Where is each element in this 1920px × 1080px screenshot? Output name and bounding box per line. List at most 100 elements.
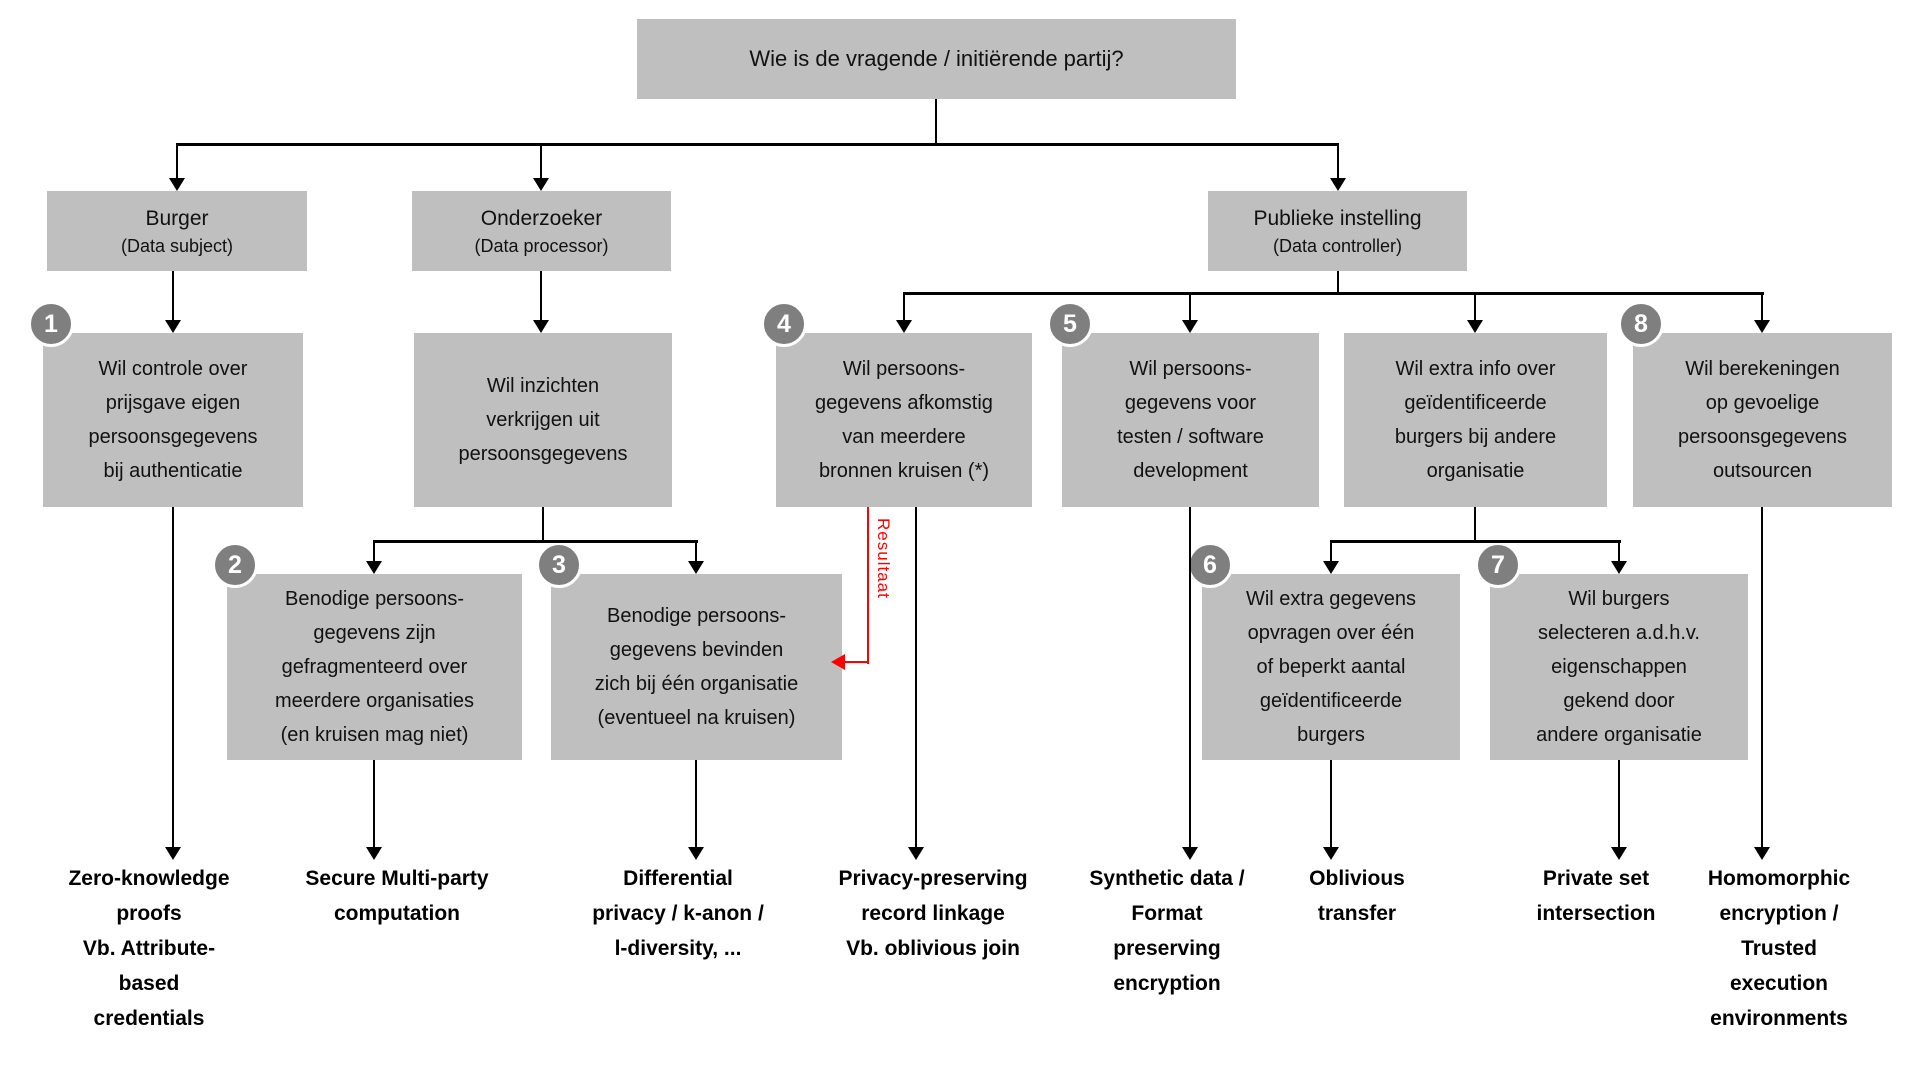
result-arrowhead-left — [831, 654, 845, 670]
party-name-publieke-instelling: Publieke instelling — [1253, 207, 1422, 231]
decision-text-7: Wil burgers selecteren a.d.h.v. eigensch… — [1536, 588, 1702, 746]
step-badge-5: 5 — [1047, 301, 1093, 347]
arrowhead-decision4 — [896, 320, 912, 333]
decision-box-3: Benodige persoons- gegevens bevinden zic… — [551, 574, 842, 760]
arrowhead-outcome-psi — [1611, 847, 1627, 860]
connector-decision7-outcome — [1618, 760, 1620, 847]
party-role-publieke-instelling: (Data controller) — [1272, 235, 1403, 256]
arrowhead-decision8 — [1754, 320, 1770, 333]
decision-box-2: Benodige persoons- gegevens zijn gefragm… — [227, 574, 522, 760]
connector-decision1-outcome — [172, 507, 174, 847]
party-role-burger: (Data subject) — [120, 235, 234, 256]
connector-decision4-outcome — [915, 507, 917, 847]
arrowhead-outcome-pprl — [908, 847, 924, 860]
connector-decision2-outcome — [373, 760, 375, 847]
connector-publieke-stem — [1337, 271, 1339, 292]
arrowhead-decision2 — [366, 561, 382, 574]
step-badge-8: 8 — [1618, 301, 1664, 347]
party-box-publieke-instelling: Publieke instelling (Data controller) — [1208, 191, 1467, 271]
connector-to-burger — [176, 143, 178, 178]
outcome-label-secure-multiparty-computation: Secure Multi-party computation — [305, 867, 489, 926]
party-role-onderzoeker: (Data processor) — [474, 235, 609, 256]
decision-box-5: Wil persoons- gegevens voor testen / sof… — [1062, 333, 1319, 507]
connector-to-decision8 — [1761, 292, 1763, 320]
arrowhead-extra-info — [1467, 320, 1483, 333]
result-arrow-label: Resultaat — [874, 518, 893, 599]
connector-insights-stem — [542, 507, 544, 541]
arrowhead-outcome-synthetic — [1182, 847, 1198, 860]
decision-box-6: Wil extra gegevens opvragen over één of … — [1202, 574, 1460, 760]
connector-to-decision7 — [1618, 540, 1620, 561]
result-arrow-hline — [845, 661, 869, 663]
decision-box-4: Wil persoons- gegevens afkomstig van mee… — [776, 333, 1032, 507]
arrowhead-decision6 — [1323, 561, 1339, 574]
outcome-label-oblivious-transfer: Oblivious transfer — [1309, 867, 1405, 926]
connector-to-publieke-instelling — [1337, 143, 1339, 178]
decision-text-3: Benodige persoons- gegevens bevinden zic… — [594, 605, 799, 729]
connector-to-decision4 — [903, 292, 905, 320]
connector-to-decision3 — [695, 540, 697, 561]
step-badge-2: 2 — [212, 542, 258, 588]
arrowhead-outcome-zkp — [165, 847, 181, 860]
decision-text-8: Wil berekeningen op gevoelige persoonsge… — [1677, 358, 1847, 482]
connector-decision5-outcome — [1189, 507, 1191, 847]
outcome-label-privacy-preserving-record-linkage: Privacy-preserving record linkage Vb. ob… — [838, 867, 1028, 961]
decision-box-7: Wil burgers selecteren a.d.h.v. eigensch… — [1490, 574, 1748, 760]
party-name-onderzoeker: Onderzoeker — [480, 207, 603, 231]
decision-text-extra-info: Wil extra info over geïdentificeerde bur… — [1394, 358, 1557, 482]
arrowhead-outcome-smpc — [366, 847, 382, 860]
connector-root-stem — [935, 99, 937, 143]
decision-box-1: Wil controle over prijsgave eigen persoo… — [43, 333, 303, 507]
outcome-label-homomorphic-encryption: Homomorphic encryption / Trusted executi… — [1707, 867, 1851, 1031]
party-box-onderzoeker: Onderzoeker (Data processor) — [412, 191, 671, 271]
connector-insights-bar — [373, 540, 698, 543]
connector-extra-info-stem — [1474, 507, 1476, 541]
decision-text-6: Wil extra gegevens opvragen over één of … — [1245, 588, 1417, 746]
outcome-label-synthetic-data: Synthetic data / Format preserving encry… — [1089, 867, 1245, 996]
arrowhead-to-burger — [169, 178, 185, 191]
step-badge-1: 1 — [28, 301, 74, 347]
connector-to-extra-info — [1474, 292, 1476, 320]
decision-text-1: Wil controle over prijsgave eigen persoo… — [88, 358, 258, 482]
arrowhead-decision5 — [1182, 320, 1198, 333]
decision-text-4: Wil persoons- gegevens afkomstig van mee… — [815, 358, 993, 482]
result-arrow-vline — [867, 507, 869, 664]
step-badge-4: 4 — [761, 301, 807, 347]
outcome-label-zero-knowledge-proofs: Zero-knowledge proofs Vb. Attribute- bas… — [68, 867, 230, 1031]
decision-text-insights: Wil inzichten verkrijgen uit persoonsgeg… — [458, 375, 628, 465]
connector-to-decision2 — [373, 540, 375, 561]
root-question-box: Wie is de vragende / initiërende partij? — [637, 19, 1236, 99]
decision-box-extra-info: Wil extra info over geïdentificeerde bur… — [1344, 333, 1607, 507]
connector-decision3-outcome — [695, 760, 697, 847]
decision-text-5: Wil persoons- gegevens voor testen / sof… — [1117, 358, 1264, 482]
step-badge-7: 7 — [1475, 542, 1521, 588]
connector-decision6-outcome — [1330, 760, 1332, 847]
decision-box-8: Wil berekeningen op gevoelige persoonsge… — [1633, 333, 1892, 507]
connector-decision8-outcome — [1761, 507, 1763, 847]
connector-burger-decision1 — [172, 271, 174, 320]
step-badge-6: 6 — [1187, 542, 1233, 588]
connector-to-decision5 — [1189, 292, 1191, 320]
connector-publieke-bar — [903, 292, 1764, 295]
connector-to-onderzoeker — [540, 143, 542, 178]
decision-box-insights: Wil inzichten verkrijgen uit persoonsgeg… — [414, 333, 672, 507]
root-question-text: Wie is de vragende / initiërende partij? — [749, 45, 1124, 71]
step-badge-3: 3 — [536, 542, 582, 588]
arrowhead-decision1 — [165, 320, 181, 333]
arrowhead-outcome-he — [1754, 847, 1770, 860]
arrowhead-outcome-ot — [1323, 847, 1339, 860]
outcome-label-private-set-intersection: Private set intersection — [1536, 867, 1656, 926]
decision-text-2: Benodige persoons- gegevens zijn gefragm… — [275, 588, 474, 746]
party-box-burger: Burger (Data subject) — [47, 191, 307, 271]
connector-level1-bar — [176, 143, 1339, 146]
arrowhead-decision7 — [1611, 561, 1627, 574]
connector-onderzoeker-insights — [540, 271, 542, 320]
outcome-label-differential-privacy: Differential privacy / k-anon / l-divers… — [592, 867, 764, 961]
connector-extra-info-bar — [1330, 540, 1621, 543]
arrowhead-outcome-dp — [688, 847, 704, 860]
party-name-burger: Burger — [145, 207, 209, 231]
connector-to-decision6 — [1330, 540, 1332, 561]
arrowhead-to-onderzoeker — [533, 178, 549, 191]
arrowhead-to-publieke-instelling — [1330, 178, 1346, 191]
